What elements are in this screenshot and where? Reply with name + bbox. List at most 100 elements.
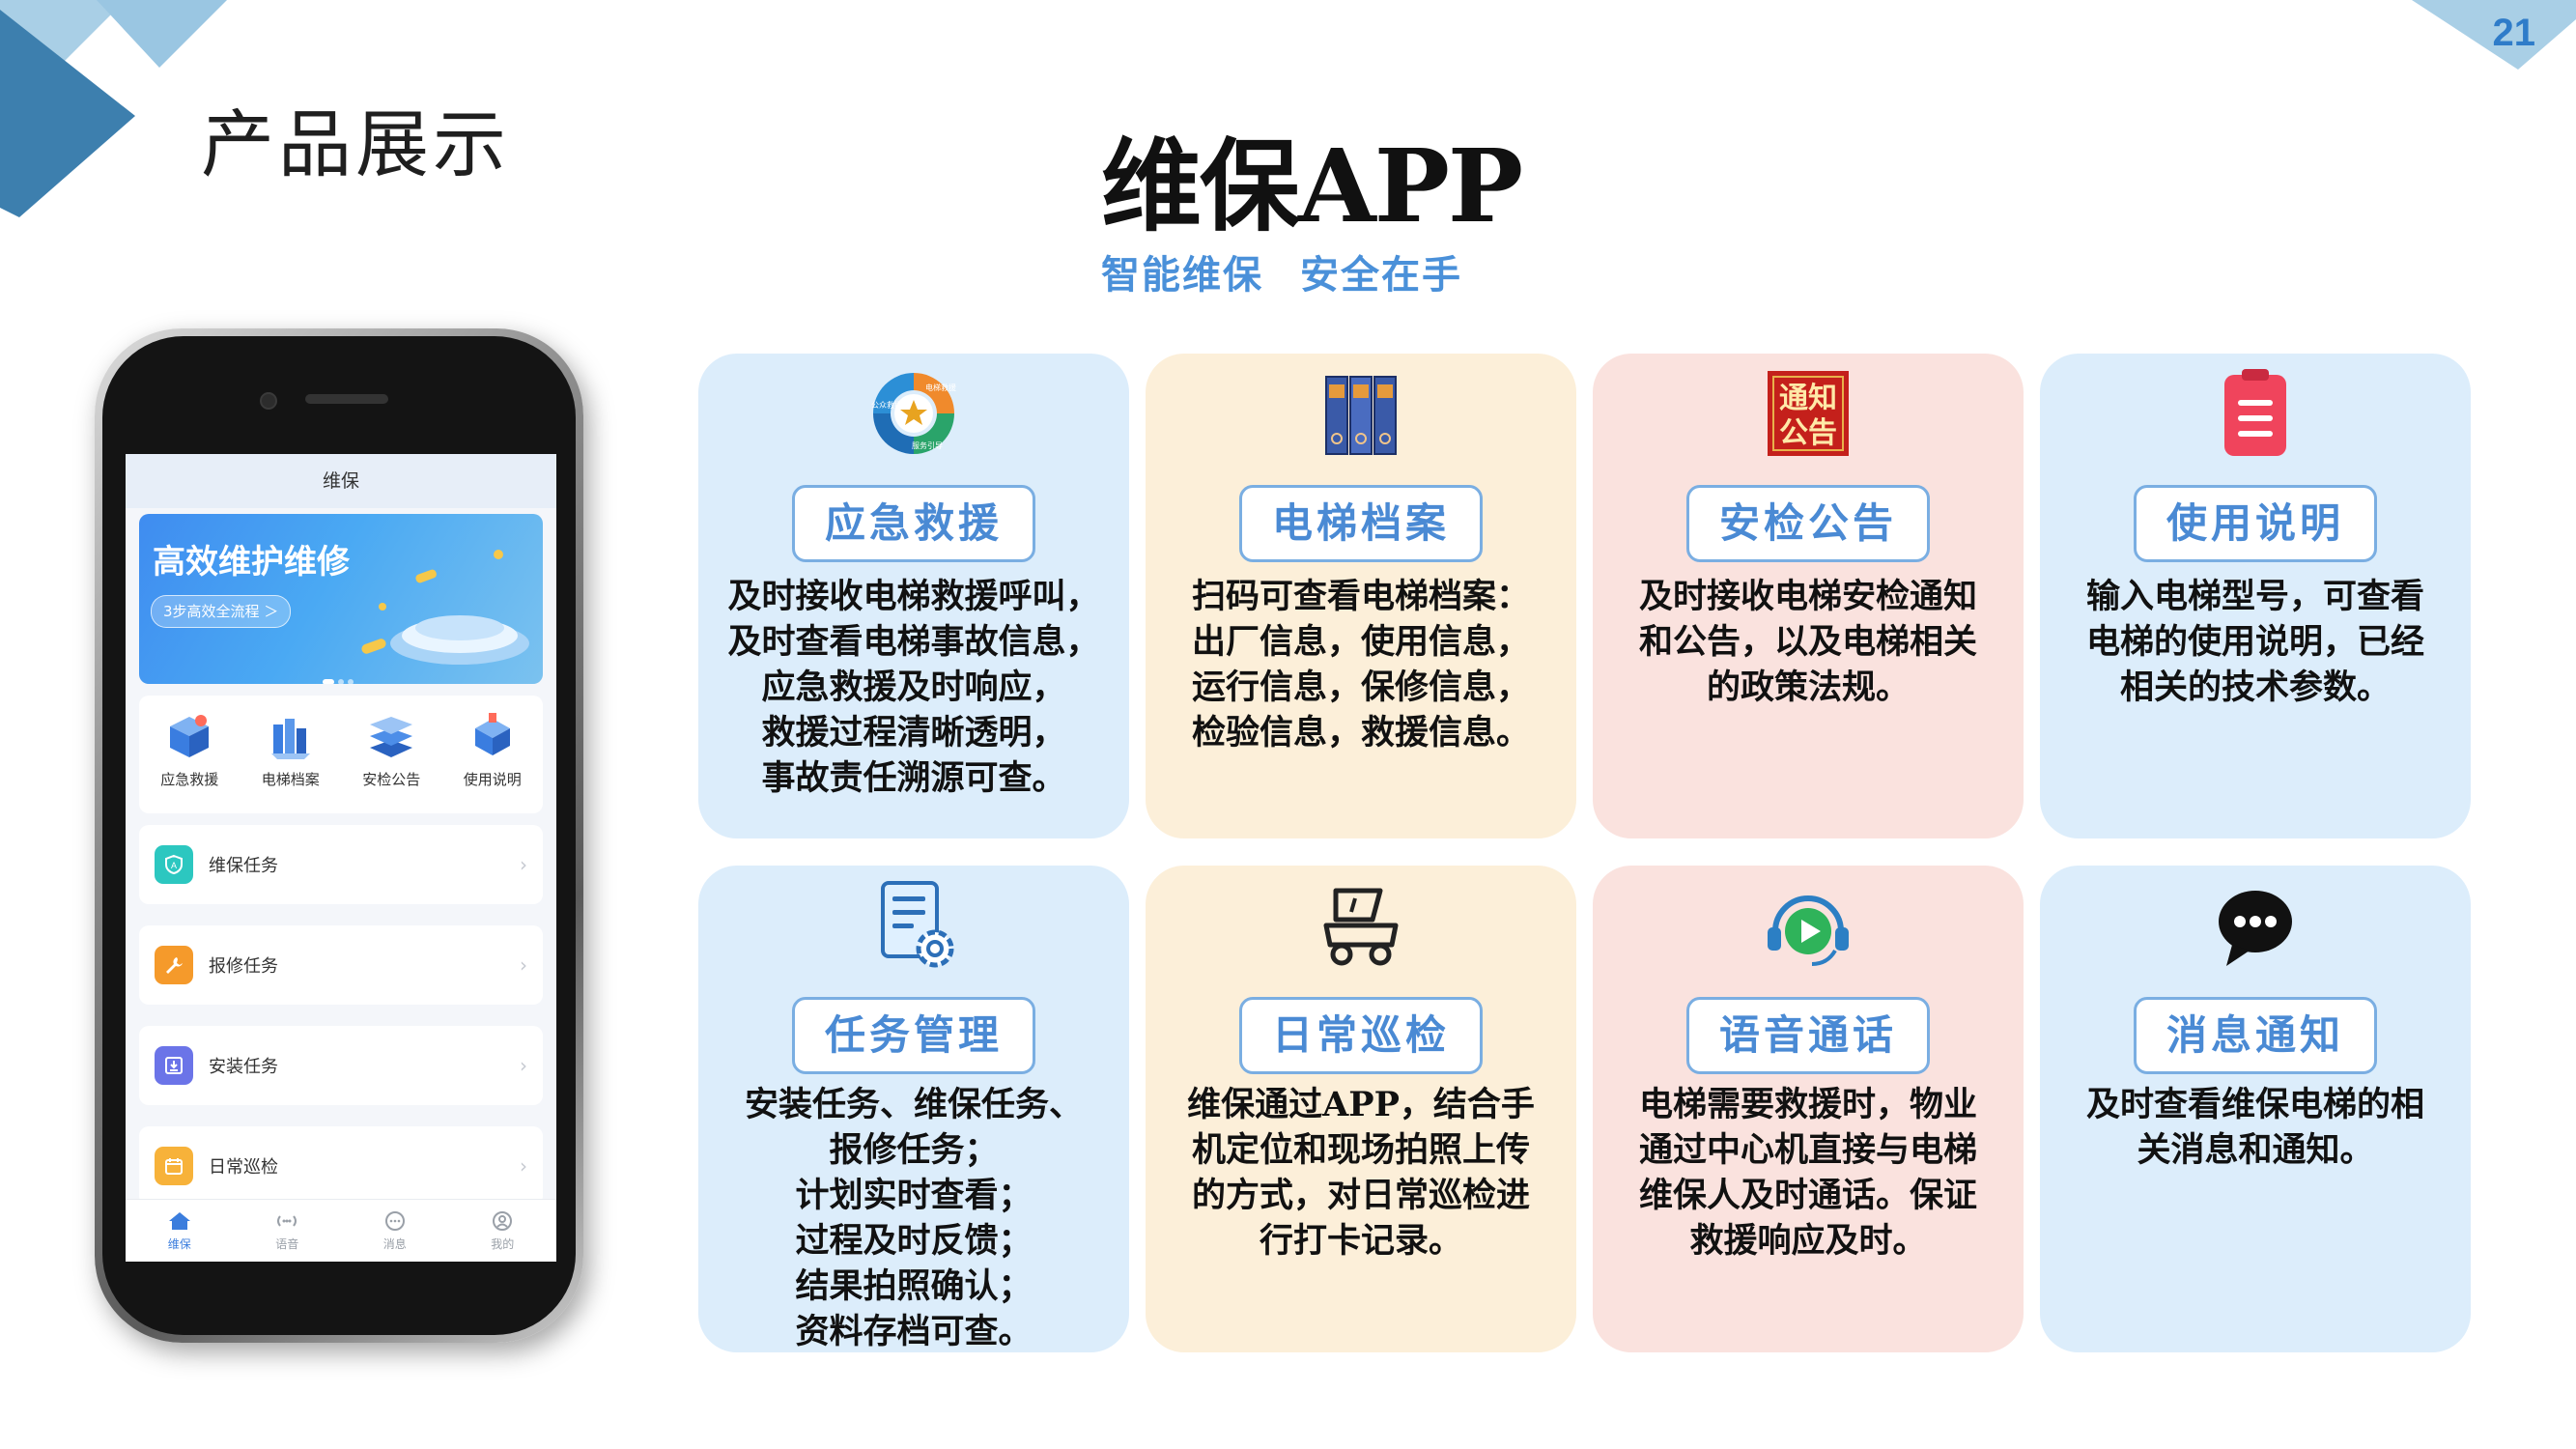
task-row-repair[interactable]: 报修任务 › [139,925,543,1005]
card-description: 及时查看维保电梯的相 关消息和通知。 [2050,1082,2461,1173]
desc-line: 及时接收电梯救援呼叫， [727,577,1100,616]
message-icon [384,1210,405,1231]
quick-item-manual[interactable]: 使用说明 [444,711,541,789]
rescue-cycle-icon: 电梯救援 公众救援 服务引导 [871,373,956,454]
phone-screen: 维保 高效维护维修 3步高效全流程 ＞ 应急救援 [126,454,556,1262]
desc-line: 行打卡记录。 [1259,1221,1462,1261]
task-label: 维保任务 [209,856,278,876]
svg-text:A: A [171,861,177,870]
card-emergency-rescue: 电梯救援 公众救援 服务引导 应急救援 及时接收电梯救援呼叫， 及时查看电梯事故… [698,354,1129,838]
icon-text: 通知 [1779,382,1837,415]
chevron-right-icon: › [520,853,527,876]
banner-process-button[interactable]: 3步高效全流程 ＞ [151,595,292,628]
home-icon [168,1211,190,1230]
calendar-icon [155,1147,193,1185]
chat-bubble-icon [2219,891,2292,966]
desc-line: 过程及时反馈； [795,1221,1033,1261]
quick-item-label: 安检公告 [362,771,421,788]
desc-line: 资料存档可查。 [795,1312,1033,1351]
binders-icon [1325,376,1397,455]
desc-line: 的方式，对日常巡检进 [1191,1176,1530,1215]
corner-decoration [0,0,227,217]
tab-label: 语音 [275,1236,299,1251]
quick-item-label: 应急救援 [160,771,219,788]
card-title: 应急救援 [792,485,1035,562]
slogan-part: 智能维保 [1101,253,1263,298]
tab-maintenance[interactable]: 维保 [131,1210,228,1252]
speaker-grille [305,394,388,404]
download-box-icon [155,1046,193,1085]
card-user-manual: 使用说明 输入电梯型号，可查看 电梯的使用说明，已经 相关的技术参数。 [2040,354,2471,838]
quick-item-archive[interactable]: 电梯档案 [242,711,339,789]
icon-text: 公众救援 [871,400,902,410]
task-list: A 维保任务 › 报修任务 › 安装任务 › 日常巡检 › [139,825,543,1227]
card-description: 输入电梯型号，可查看 电梯的使用说明，已经 相关的技术参数。 [2050,574,2461,710]
desc-line: 电梯需要救援时，物业 [1638,1085,1977,1124]
doc-gear-icon [881,881,954,968]
card-description: 电梯需要救援时，物业 通过中心机直接与电梯 维保人及时通话。保证 救援响应及时。 [1602,1082,2014,1264]
rescue-box-icon [170,715,210,757]
card-title: 使用说明 [2134,485,2377,562]
bottom-tab-bar: 维保 语音 消息 我的 [126,1199,556,1262]
icon-text: 电梯救援 [925,383,956,392]
app-title: 维保APP [1101,127,1523,245]
card-title: 任务管理 [792,997,1035,1074]
task-label: 报修任务 [209,956,278,977]
card-title: 消息通知 [2134,997,2377,1074]
page-number: 21 [2492,12,2536,54]
card-description: 及时接收电梯救援呼叫， 及时查看电梯事故信息， 应急救援及时响应， 救援过程清晰… [708,574,1119,801]
card-title: 安检公告 [1686,485,1930,562]
card-description: 扫码可查看电梯档案： 出厂信息，使用信息， 运行信息，保修信息， 检验信息，救援… [1155,574,1567,755]
slogan-part: 安全在手 [1300,253,1462,298]
desc-line: 电梯的使用说明，已经 [2085,622,2424,662]
card-title: 语音通话 [1686,997,1930,1074]
desc-line: 相关的技术参数。 [2119,668,2391,707]
chevron-right-icon: › [520,1154,527,1178]
quick-item-rescue[interactable]: 应急救援 [141,711,238,789]
icon-text: 服务引导 [912,440,943,450]
task-label: 安装任务 [209,1057,278,1077]
notice-stack-icon [370,717,413,757]
card-task-management: 任务管理 安装任务、维保任务、 报修任务； 计划实时查看； 过程及时反馈； 结果… [698,866,1129,1352]
desc-line: 安装任务、维保任务、 [744,1085,1083,1124]
task-row-maintenance[interactable]: A 维保任务 › [139,825,543,904]
headset-play-icon [1768,895,1849,966]
app-slogan: 智能维保安全在手 [1101,243,1462,299]
desc-line: 输入电梯型号，可查看 [2085,577,2424,616]
shield-a-icon: A [155,845,193,884]
desc-line: 应急救援及时响应， [761,668,1066,707]
clipboard-icon [2224,369,2286,456]
cart-icon [1323,888,1399,966]
desc-line: 维保人及时通话。保证 [1638,1176,1977,1215]
quick-access-grid: 应急救援 电梯档案 安检公告 [139,696,543,813]
chevron-right-icon: › [520,953,527,977]
task-row-install[interactable]: 安装任务 › [139,1026,543,1105]
task-row-inspection[interactable]: 日常巡检 › [139,1126,543,1206]
banner-platform-graphic [361,550,529,665]
desc-line: 关消息和通知。 [2137,1130,2374,1170]
desc-line: 的政策法规。 [1706,668,1910,707]
tab-messages[interactable]: 消息 [347,1210,443,1252]
quick-item-notice[interactable]: 安检公告 [343,711,439,789]
icon-text: 公告 [1779,416,1837,450]
banner-pagination [323,670,361,684]
desc-line: 及时查看维保电梯的相 [2085,1085,2424,1124]
desc-line: 事故责任溯源可查。 [761,758,1066,798]
app-header-title: 维保 [126,454,556,508]
tab-voice[interactable]: 语音 [239,1210,335,1252]
promo-banner[interactable]: 高效维护维修 3步高效全流程 ＞ [139,514,543,684]
desc-line: 及时接收电梯安检通知 [1638,577,1977,616]
desc-line: 救援响应及时。 [1689,1221,1927,1261]
card-title: 电梯档案 [1239,485,1483,562]
voice-icon [277,1214,297,1227]
desc-line: 报修任务； [829,1130,999,1170]
desc-line: 通过中心机直接与电梯 [1638,1130,1977,1170]
quick-item-label: 使用说明 [463,771,522,788]
desc-line: 和公告，以及电梯相关 [1638,622,1977,662]
desc-line: 计划实时查看； [795,1176,1033,1215]
tab-profile[interactable]: 我的 [454,1210,551,1252]
card-description: 安装任务、维保任务、 报修任务； 计划实时查看； 过程及时反馈； 结果拍照确认；… [708,1082,1119,1354]
manual-cube-icon [474,713,510,755]
quick-item-label: 电梯档案 [261,771,320,788]
card-daily-inspection: 日常巡检 维保通过APP，结合手 机定位和现场拍照上传 的方式，对日常巡检进 行… [1146,866,1576,1352]
